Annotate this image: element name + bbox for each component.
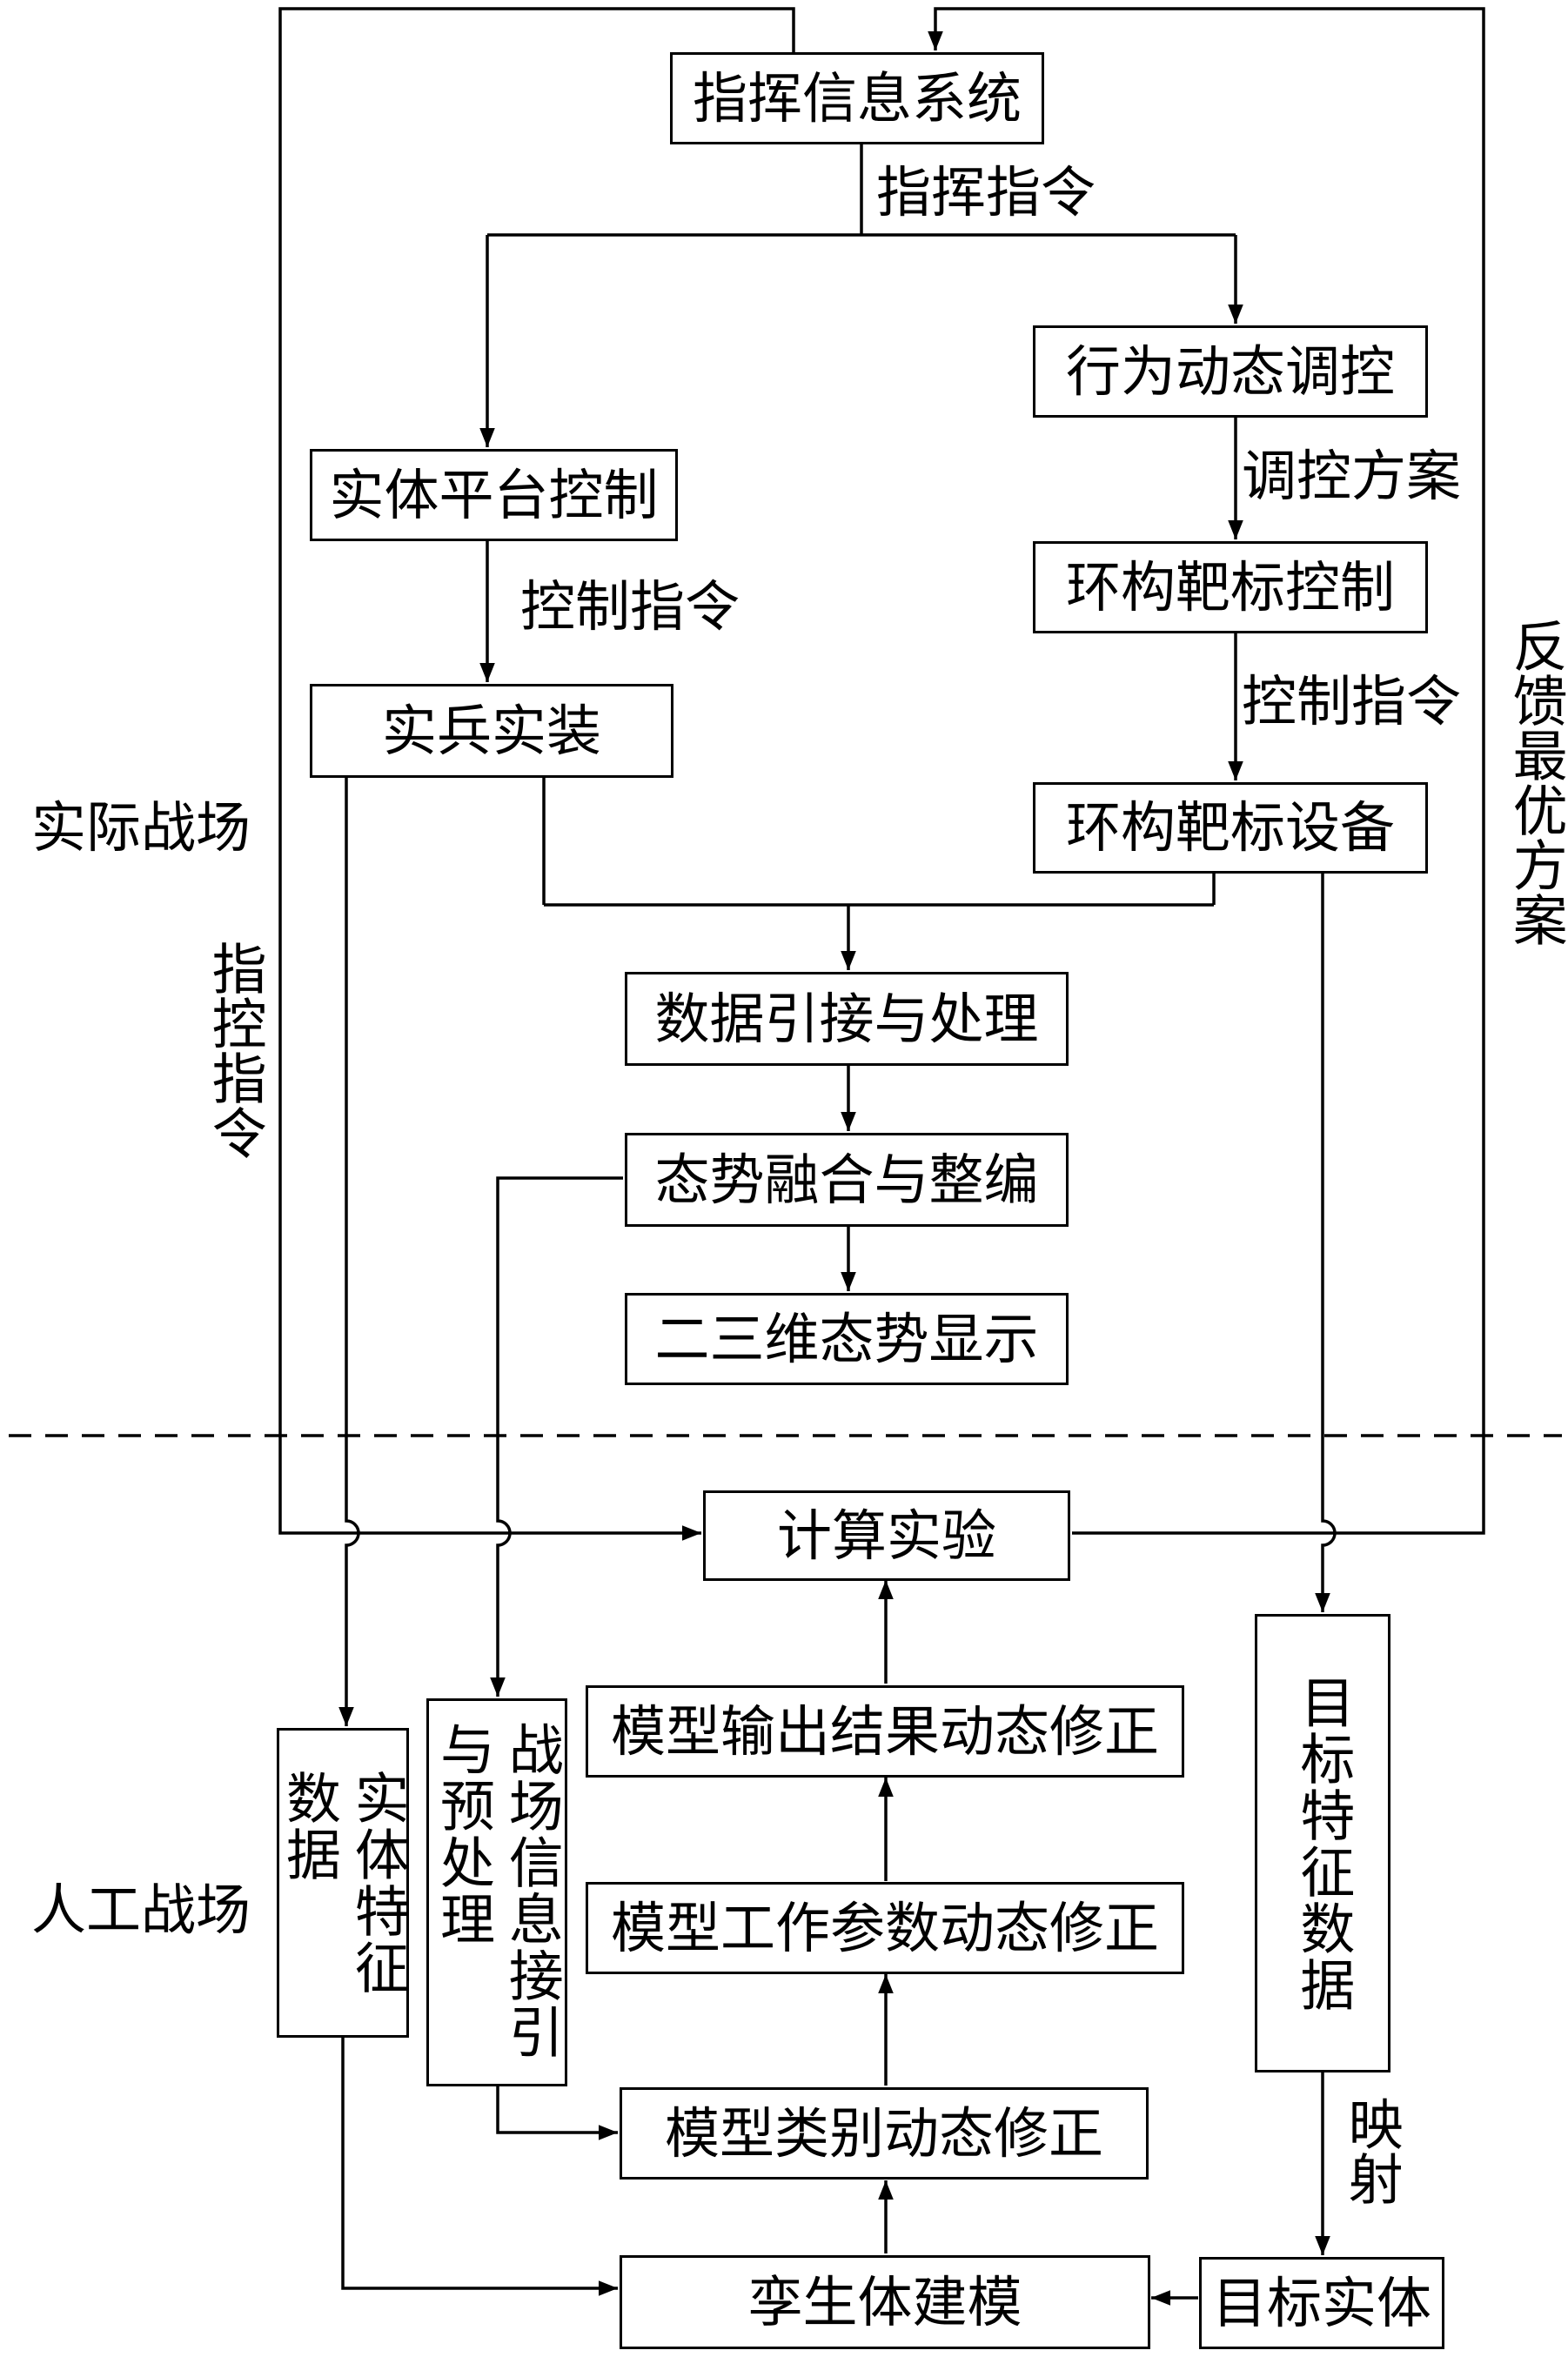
node-entity-platform: 实体平台控制 — [310, 449, 678, 541]
node-behavior-control: 行为动态调控 — [1033, 325, 1428, 418]
node-command-system: 指挥信息系统 — [670, 52, 1044, 144]
region-actual-battlefield: 实际战场 — [31, 796, 251, 860]
node-entity-feature-text: 实体特征数据 — [278, 1770, 410, 1996]
label-command-instruction: 指挥指令 — [876, 161, 1096, 224]
node-model-output: 模型输出结果动态修正 — [586, 1685, 1184, 1778]
node-model-params: 模型工作参数动态修正 — [586, 1882, 1184, 1974]
node-target-feature: 目标特征数据 — [1255, 1614, 1390, 2072]
node-battlefield-info: 战场信息接引与预处理 — [426, 1698, 567, 2086]
label-mapping: 映射 — [1339, 2096, 1404, 2206]
node-real-equipment: 实兵实装 — [310, 684, 673, 778]
label-control-plan: 调控方案 — [1242, 445, 1461, 508]
node-situation-fusion: 态势融合与整编 — [625, 1133, 1069, 1227]
node-battlefield-info-text: 战场信息接引与预处理 — [432, 1720, 564, 2060]
node-target-feature-text: 目标特征数据 — [1291, 1673, 1356, 2013]
node-target-control: 环构靶标控制 — [1033, 541, 1428, 633]
node-entity-feature: 实体特征数据 — [277, 1728, 410, 2038]
label-control-instruction-right: 控制指令 — [1242, 670, 1461, 733]
label-directive-instruction: 指控指令 — [203, 941, 267, 1160]
node-situation-display: 二三维态势显示 — [625, 1293, 1069, 1385]
label-control-instruction-left: 控制指令 — [520, 575, 740, 639]
node-model-category: 模型类别动态修正 — [620, 2087, 1149, 2180]
node-computing-experiment: 计算实验 — [703, 1490, 1070, 1581]
region-artificial-battlefield: 人工战场 — [31, 1878, 251, 1942]
label-feedback: 反馈最优方案 — [1504, 618, 1568, 947]
node-target-entity: 目标实体 — [1199, 2257, 1444, 2349]
node-twin-modeling: 孪生体建模 — [620, 2255, 1150, 2349]
node-data-access: 数据引接与处理 — [625, 972, 1069, 1066]
node-target-device: 环构靶标设备 — [1033, 782, 1428, 874]
